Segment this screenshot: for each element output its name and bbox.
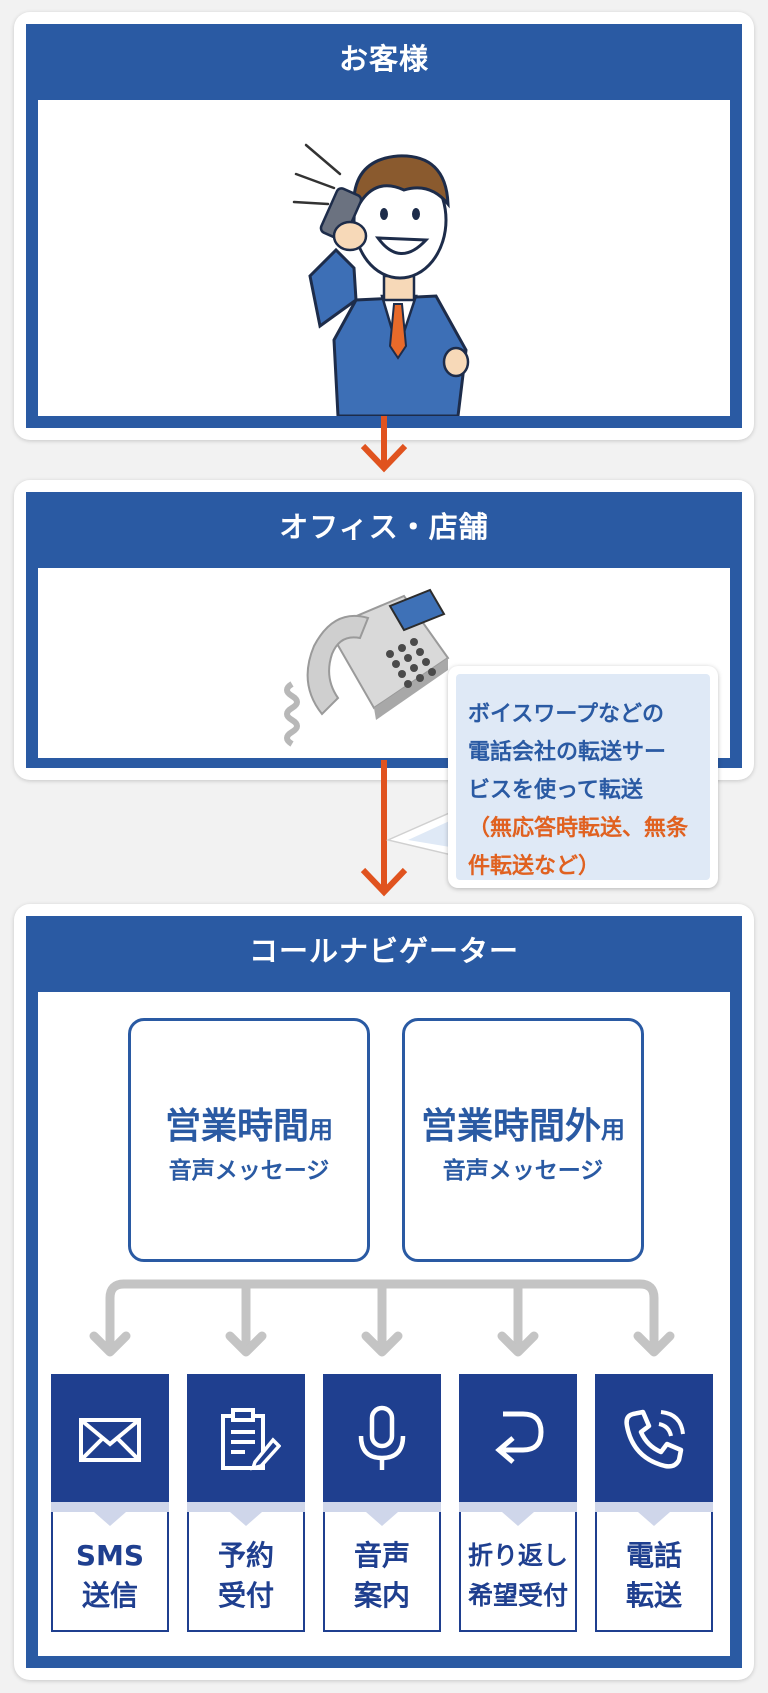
feature-notch (94, 1512, 126, 1526)
feature-notch (502, 1512, 534, 1526)
transfer-callout-inner: ボイスワープなどの 電話会社の転送サー ビスを使って転送 （無応答時転送、無条 … (456, 674, 710, 880)
callout-note-2: 件転送など） (468, 854, 601, 879)
message-box-subtitle: 音声メッセージ (442, 1158, 604, 1184)
callout-line-1: ボイスワープなどの (468, 702, 665, 727)
feature-call-forwarding: 電話 転送 (595, 1374, 713, 1632)
navigator-title: コールナビゲーター (248, 934, 519, 968)
branch-connector (89, 1279, 675, 1357)
callout-line-3: ビスを使って転送 (468, 778, 643, 803)
feature-label: 音声 案内 (353, 1539, 410, 1612)
feature-divider (51, 1502, 169, 1512)
message-box-title: 営業時間用 (164, 1106, 333, 1147)
feature-icon-area (595, 1374, 713, 1502)
feature-icon-area (51, 1374, 169, 1502)
microphone-icon (358, 1405, 406, 1470)
callout-line-2: 電話会社の転送サー (468, 740, 667, 765)
customer-illustration-area (38, 100, 730, 416)
feature-notch (230, 1512, 262, 1526)
message-box-subtitle: 音声メッセージ (168, 1158, 330, 1184)
feature-icon-area (323, 1374, 441, 1502)
transfer-callout-text: ボイスワープなどの 電話会社の転送サー ビスを使って転送 （無応答時転送、無条 … (468, 696, 708, 886)
feature-label: SMS 送信 (75, 1539, 145, 1612)
feature-label: 予約 受付 (217, 1539, 274, 1612)
businessman-on-phone-illustration (292, 143, 470, 416)
phone-ringing-icon (624, 1409, 685, 1469)
feature-divider (187, 1502, 305, 1512)
feature-label: 電話 転送 (625, 1539, 682, 1612)
feature-sms: SMS 送信 (51, 1374, 169, 1632)
office-telephone-illustration (284, 588, 450, 747)
callout-note-1: （無応答時転送、無条 (468, 816, 689, 841)
clipboard-icon (221, 1408, 281, 1471)
feature-voice-guidance: 音声 案内 (323, 1374, 441, 1632)
envelope-icon (79, 1418, 141, 1462)
message-box-title: 営業時間外用 (420, 1106, 625, 1147)
feature-icon-area (459, 1374, 577, 1502)
transfer-callout: ボイスワープなどの 電話会社の転送サー ビスを使って転送 （無応答時転送、無条 … (448, 666, 718, 888)
after-hours-message-box: 営業時間外用 音声メッセージ (402, 1018, 644, 1262)
feature-label: 折り返し 希望受付 (467, 1541, 568, 1610)
feature-divider (459, 1502, 577, 1512)
feature-icon-area (187, 1374, 305, 1502)
feature-notch (638, 1512, 670, 1526)
business-hours-message-box: 営業時間用 音声メッセージ (128, 1018, 370, 1262)
feature-callback-request: 折り返し 希望受付 (459, 1374, 577, 1632)
callback-arrow-icon (495, 1411, 544, 1464)
customer-card: お客様 (14, 12, 754, 440)
feature-reservation: 予約 受付 (187, 1374, 305, 1632)
customer-title: お客様 (338, 42, 429, 76)
office-title: オフィス・店舗 (279, 510, 489, 544)
callout-tail (386, 809, 456, 857)
feature-notch (366, 1512, 398, 1526)
feature-divider (595, 1502, 713, 1512)
office-illustration-area (38, 568, 730, 758)
customer-panel: お客様 (26, 24, 742, 428)
feature-divider (323, 1502, 441, 1512)
